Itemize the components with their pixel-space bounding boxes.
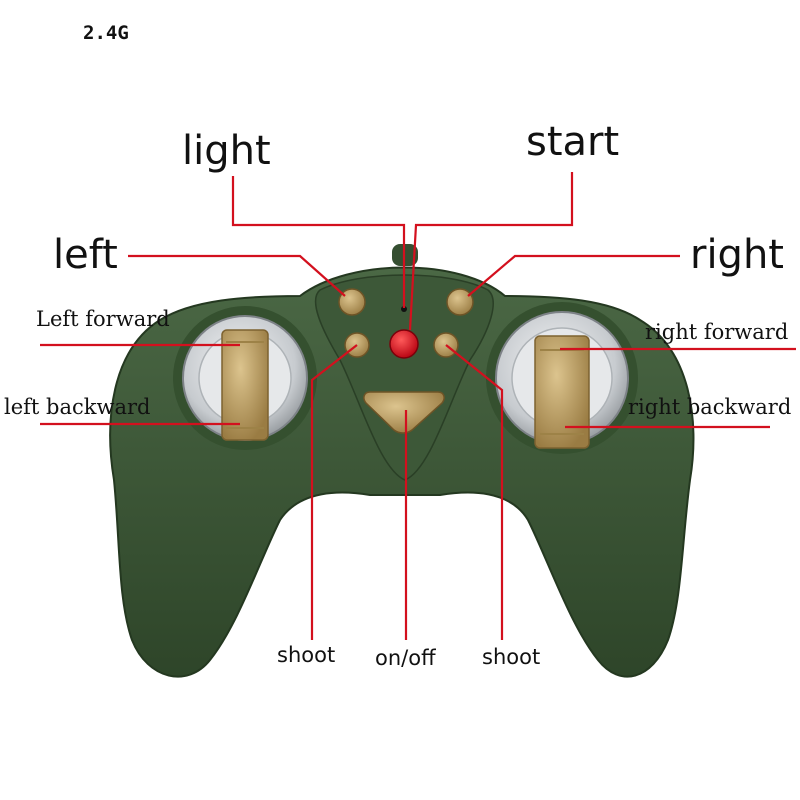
label-shoot-left: shoot — [277, 643, 336, 667]
center-panel — [314, 274, 494, 481]
leader-right — [467, 254, 680, 297]
left-button — [338, 288, 366, 316]
start-button — [389, 329, 419, 359]
leader-shoot-left — [310, 344, 358, 640]
label-shoot-right: shoot — [482, 645, 541, 669]
right-button — [446, 288, 474, 316]
label-light: light — [182, 128, 271, 174]
leader-shoot-right — [445, 344, 504, 640]
label-start: start — [526, 119, 620, 165]
left-stick — [173, 306, 317, 450]
leader-start — [408, 172, 574, 331]
label-right-forward: right forward — [645, 320, 789, 344]
label-left-backward: left backward — [4, 395, 151, 419]
label-right: right — [690, 232, 784, 278]
right-stick — [486, 302, 638, 454]
label-right-backward: right backward — [628, 395, 792, 419]
light-indicator — [401, 306, 407, 312]
leader-lines — [40, 172, 796, 640]
label-left-forward: Left forward — [36, 307, 170, 331]
label-on-off: on/off — [375, 646, 436, 670]
leader-light — [231, 176, 406, 308]
leader-left — [128, 254, 346, 297]
frequency-badge: 2.4G — [83, 22, 129, 44]
power-button — [363, 391, 445, 434]
label-left: left — [53, 232, 118, 278]
